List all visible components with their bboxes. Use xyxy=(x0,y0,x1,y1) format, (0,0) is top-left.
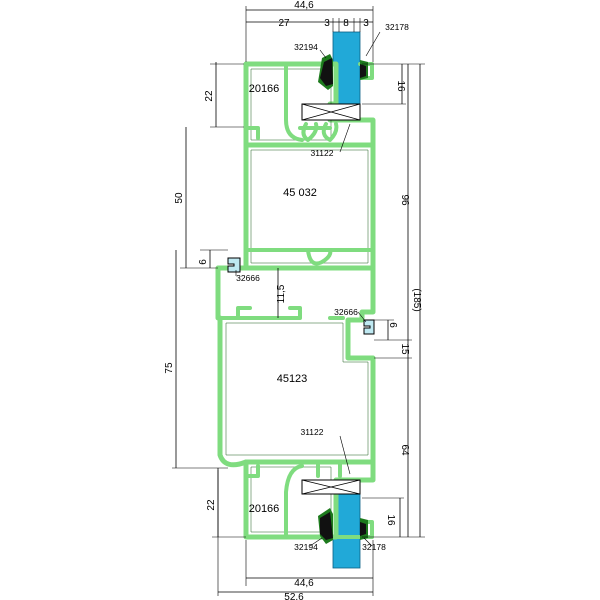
label-spacer-bottom: 31122 xyxy=(300,427,323,437)
label-gasket-bottom-right: 32178 xyxy=(362,542,386,552)
dim-right-96: 96 xyxy=(399,194,410,206)
gasket-top-left xyxy=(318,54,333,90)
dim-left-11-5: 11,5 xyxy=(276,284,287,303)
dim-right-15: 15 xyxy=(399,343,410,355)
label-gasket-bottom-left: 32194 xyxy=(294,542,318,552)
dim-left-6: 6 xyxy=(198,259,209,265)
dim-top-3b: 3 xyxy=(363,18,369,29)
dim-left-50: 50 xyxy=(174,192,185,204)
label-clip-right: 32666 xyxy=(334,307,358,317)
label-top-sash: 20166 xyxy=(249,83,280,95)
dim-right-16-top: 16 xyxy=(395,80,406,92)
clip-right xyxy=(363,319,375,335)
dim-right-16-bottom: 16 xyxy=(385,514,396,526)
spacer-block-bottom xyxy=(301,460,361,495)
dim-top-8: 8 xyxy=(343,18,349,29)
dim-top-width: 44,6 xyxy=(294,0,314,11)
label-bottom-sash: 20166 xyxy=(249,503,280,515)
label-spacer-top: 31122 xyxy=(310,148,333,158)
spacer-block-top xyxy=(301,103,361,142)
dim-right-64: 64 xyxy=(399,444,410,456)
dim-top-3a: 3 xyxy=(324,18,330,29)
label-bottom-frame: 45123 xyxy=(277,373,308,385)
label-gasket-top-right: 32178 xyxy=(385,22,409,32)
dim-left-22-bottom: 22 xyxy=(206,499,217,511)
label-clip-left: 32666 xyxy=(236,273,260,283)
dim-left-75: 75 xyxy=(164,362,175,374)
dim-bottom-width: 44,6 xyxy=(294,578,314,589)
dim-bottom-total: 52,6 xyxy=(284,592,304,600)
gasket-top-right xyxy=(360,60,368,80)
gasket-bottom-right xyxy=(360,518,368,540)
dim-right-185: (185) xyxy=(411,288,422,311)
dimension-lines xyxy=(172,6,425,596)
gasket-bottom-left xyxy=(318,508,333,544)
bottom-frame-profile xyxy=(215,265,376,468)
dim-top-27: 27 xyxy=(278,18,290,29)
dim-left-22-top: 22 xyxy=(204,90,215,102)
label-top-frame: 45 032 xyxy=(283,187,317,199)
top-frame-profile xyxy=(243,142,376,271)
label-gasket-top-left: 32194 xyxy=(294,42,318,52)
clip-left xyxy=(227,257,241,273)
dim-right-6: 6 xyxy=(387,322,398,328)
